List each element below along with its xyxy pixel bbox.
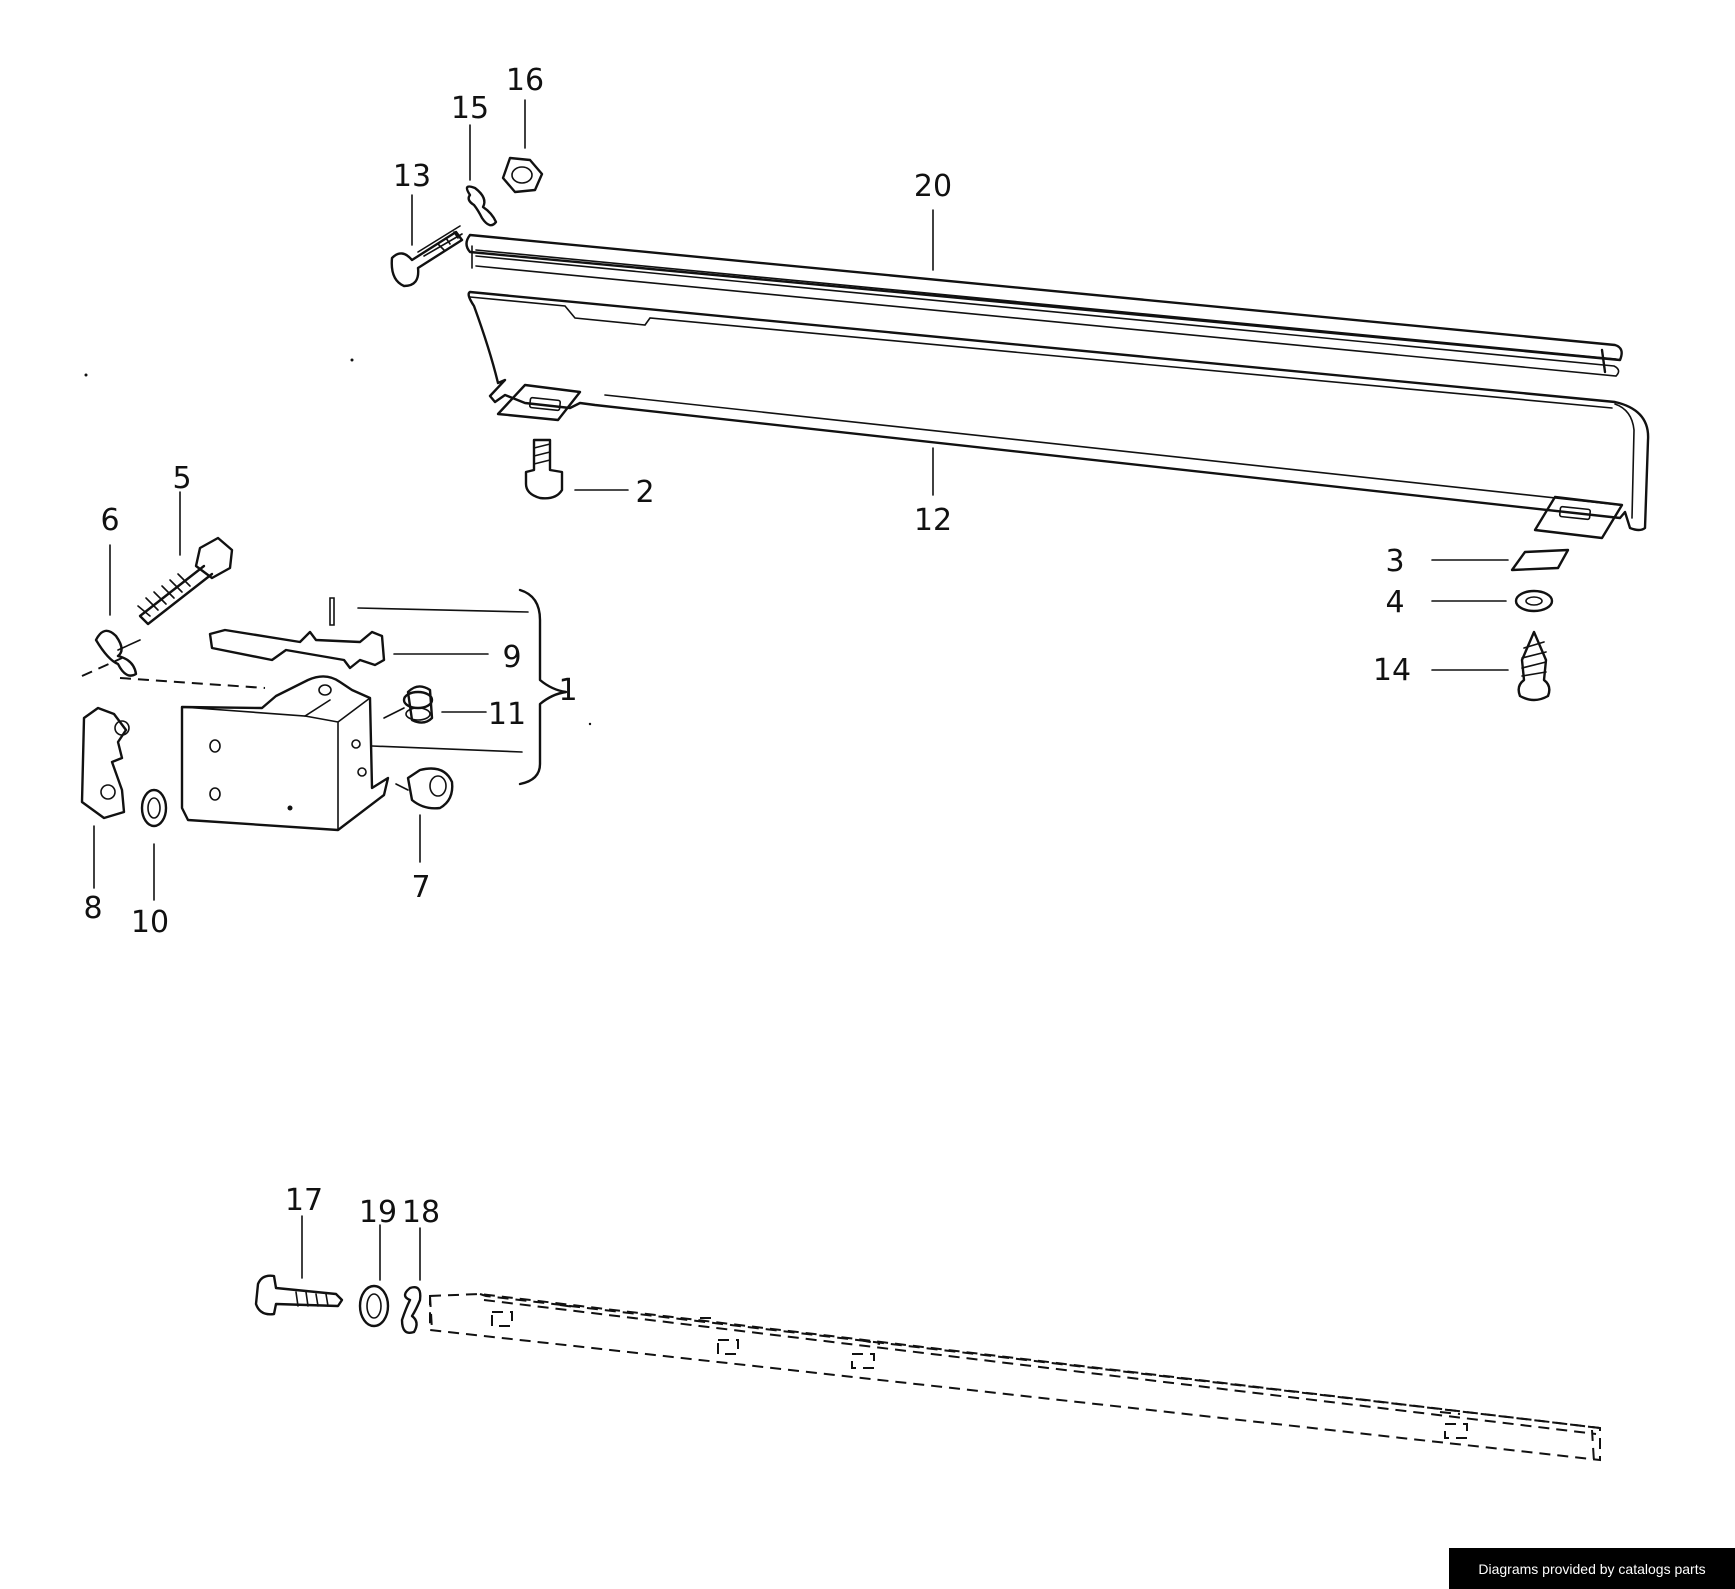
callout-18: 18 bbox=[402, 1195, 440, 1230]
part-20-rail bbox=[465, 233, 1623, 377]
speck bbox=[588, 722, 592, 726]
callout-10: 10 bbox=[131, 905, 169, 940]
callout-19: 19 bbox=[359, 1195, 397, 1230]
callout-13: 13 bbox=[393, 159, 431, 194]
callout-14: 14 bbox=[1373, 653, 1411, 688]
part-4-washer bbox=[1431, 589, 1554, 613]
part-12-channel bbox=[467, 209, 1650, 540]
callout-17: 17 bbox=[285, 1183, 323, 1218]
part-2-screw bbox=[524, 438, 629, 500]
part-5-bolt bbox=[137, 491, 234, 626]
callout-9: 9 bbox=[502, 640, 521, 675]
part-8-latch-plate bbox=[80, 706, 130, 889]
part-18-lock-washer bbox=[400, 1227, 422, 1334]
part-3-clip bbox=[1431, 548, 1570, 572]
callout-20: 20 bbox=[914, 169, 952, 204]
part-16-hex-nut bbox=[501, 99, 544, 194]
callout-labels: 16 15 13 20 2 12 5 6 3 4 14 9 1 11 7 8 1… bbox=[83, 63, 1411, 1230]
callout-3: 3 bbox=[1385, 544, 1404, 579]
callout-11: 11 bbox=[488, 697, 526, 732]
part-13-screw bbox=[390, 194, 464, 288]
part-6-hook-clip bbox=[81, 544, 141, 677]
callout-1: 1 bbox=[558, 673, 577, 708]
callout-12: 12 bbox=[914, 503, 952, 538]
part-19-washer bbox=[358, 1224, 390, 1328]
callout-16: 16 bbox=[506, 63, 544, 98]
speck bbox=[84, 373, 88, 377]
part-9-lever bbox=[208, 597, 529, 670]
diagram-credit-banner: Diagrams provided by catalogs parts bbox=[1449, 1548, 1735, 1589]
callout-6: 6 bbox=[100, 503, 119, 538]
callout-5: 5 bbox=[172, 461, 191, 496]
part-17-bolt bbox=[254, 1215, 344, 1316]
part-7-knob bbox=[395, 767, 454, 863]
part-1-main-block bbox=[180, 588, 568, 832]
part-15-lock-washer bbox=[465, 124, 498, 227]
callout-8: 8 bbox=[83, 891, 102, 926]
part-14-wood-screw bbox=[1431, 630, 1551, 702]
callout-15: 15 bbox=[451, 91, 489, 126]
lower-shaft-phantom bbox=[429, 1292, 1601, 1463]
callout-2: 2 bbox=[635, 475, 654, 510]
part-11-bushing bbox=[383, 685, 487, 724]
part-10-washer bbox=[140, 788, 168, 901]
callout-4: 4 bbox=[1385, 585, 1404, 620]
speck bbox=[350, 358, 354, 362]
callout-7: 7 bbox=[411, 870, 430, 905]
